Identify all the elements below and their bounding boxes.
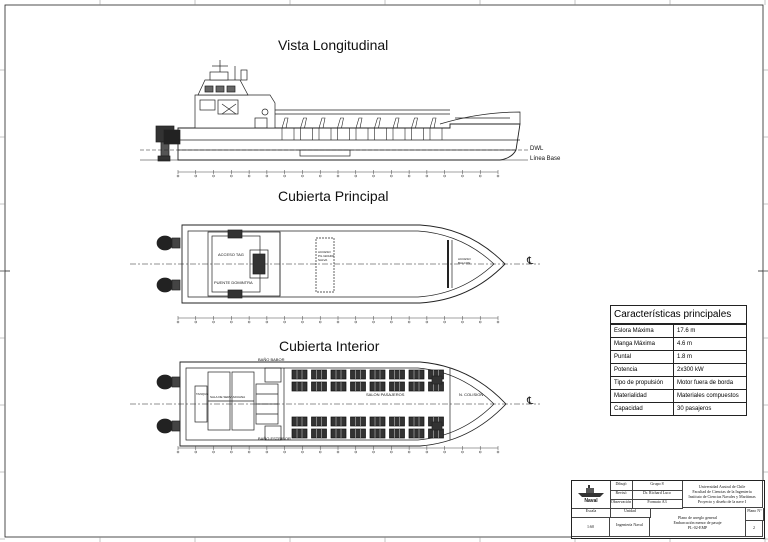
sheet-label: Plano N° xyxy=(746,508,764,521)
spec-label: Tipo de propulsión xyxy=(611,376,674,390)
drew-value: Grupo 8 xyxy=(632,481,683,491)
view-title-main-deck: Cubierta Principal xyxy=(278,188,389,204)
longitudinal-view xyxy=(155,60,521,162)
specs-table: Características principales Eslora Máxim… xyxy=(610,305,747,416)
lower-deck-view xyxy=(130,361,540,447)
spec-value: 4.6 m xyxy=(673,337,746,351)
sheet-value: 2 xyxy=(746,520,763,537)
spec-value: Motor fuera de borda xyxy=(673,376,746,390)
starboard-side-label: BAÑO ESTRIBOR xyxy=(258,436,291,441)
reviewed-value: Dr. Richard Luco xyxy=(632,490,683,500)
access-center-label: ACCESO PIL GRADO SALVA xyxy=(318,250,335,262)
unit-label: Unidad xyxy=(610,508,651,518)
drew-label: Dibujó xyxy=(610,481,633,491)
logo-text: Naval xyxy=(584,498,598,504)
spec-value: 17.6 m xyxy=(673,324,746,338)
outboard-motor-icon xyxy=(156,235,181,293)
spec-value: 2x300 kW xyxy=(673,363,746,377)
spec-label: Materialidad xyxy=(611,389,674,403)
spec-value: 30 pasajeros xyxy=(673,402,746,415)
scale-label: Escala xyxy=(572,508,611,518)
main-deck-view xyxy=(130,224,540,304)
spec-label: Eslora Máxima xyxy=(611,324,674,338)
university-cell: Universidad Austral de Chile Facultad de… xyxy=(682,481,763,508)
dwl-label: DWL xyxy=(530,146,544,152)
unit-value: Ingeniería Naval xyxy=(610,517,650,537)
plan-title: Plano de arreglo general Embarcación men… xyxy=(650,508,746,537)
outboard-motor-icon xyxy=(156,374,181,434)
port-side-label: BAÑO BABOR xyxy=(258,357,285,362)
logo-cell: Naval xyxy=(572,481,611,509)
scale-value: 1:60 xyxy=(572,517,610,537)
outboard-motor-icon xyxy=(155,125,181,162)
ship-logo-icon xyxy=(578,485,604,497)
stern-access-label: PUENTE DOMINTRA xyxy=(214,280,253,285)
spec-value: Materiales compuestos xyxy=(673,389,746,403)
obs-label: Observación xyxy=(610,499,633,509)
sheet-border xyxy=(4,4,764,538)
spec-label: Capacidad xyxy=(611,402,674,415)
title-block: Naval Dibujó Grupo 8 Revisó Dr. Richard … xyxy=(571,480,765,539)
obs-value: Formato A3 xyxy=(632,499,683,509)
engine-label: TANQUE xyxy=(196,392,209,396)
access-tag-label: ACCESO TAG xyxy=(218,252,244,257)
view-title-longitudinal: Vista Longitudinal xyxy=(278,37,389,53)
centerline-icon: ℄ xyxy=(527,256,534,267)
spec-value: 1.8 m xyxy=(673,350,746,364)
reviewed-label: Revisó xyxy=(610,490,633,500)
spec-label: Puntal xyxy=(611,350,674,364)
view-title-lower-deck: Cubierta Interior xyxy=(279,338,380,354)
center-label: SALA DE SERV. ADUANA xyxy=(210,395,246,399)
spec-label: Manga Máxima xyxy=(611,337,674,351)
access-bow-label: ACCESO BALCON xyxy=(458,257,471,265)
baseline-label: Línea Base xyxy=(530,156,561,162)
specs-title: Características principales xyxy=(611,306,746,324)
centerline-icon: ℄ xyxy=(527,396,534,407)
salon-label: SALON PASAJEROS xyxy=(366,392,405,397)
forward-label: N. COLISION xyxy=(459,392,484,397)
spec-label: Potencia xyxy=(611,363,674,377)
